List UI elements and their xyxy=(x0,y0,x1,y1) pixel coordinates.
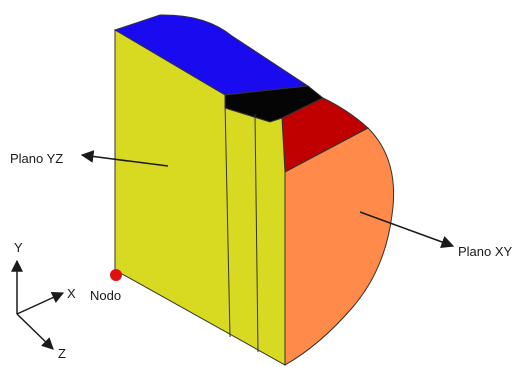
band-line-1 xyxy=(224,101,231,338)
x-axis-label: X xyxy=(67,286,76,301)
coordinate-axes: Y X Z xyxy=(11,240,76,361)
node-label: Nodo xyxy=(90,288,121,303)
round-face-xy xyxy=(284,127,395,366)
x-axis-line xyxy=(16,292,65,315)
plane-xy-label: Plano XY xyxy=(458,244,513,259)
plane-yz-label: Plano YZ xyxy=(10,151,63,166)
plane-yz-arrow xyxy=(80,150,169,167)
z-axis-line xyxy=(16,313,54,350)
y-axis-label: Y xyxy=(14,240,23,255)
band-line-2 xyxy=(254,113,259,353)
plane-xy-arrow xyxy=(359,211,455,249)
node-point xyxy=(110,269,122,281)
z-axis-label: Z xyxy=(58,346,66,361)
front-face-yz xyxy=(114,29,286,366)
